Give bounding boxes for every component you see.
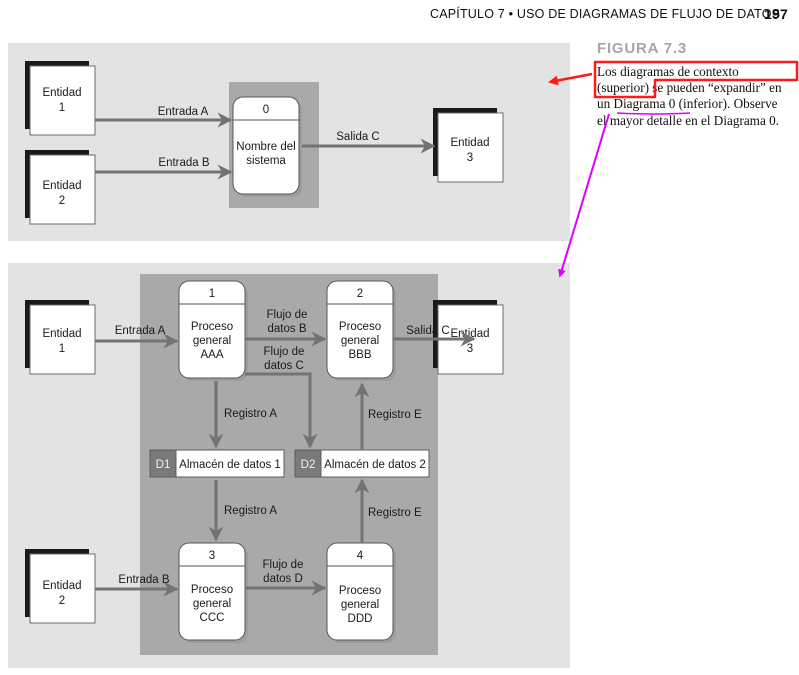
- process-name-line: AAA: [200, 349, 223, 361]
- caption-line: un Diagrama 0 (inferior). Observe: [597, 96, 778, 112]
- process-id: 0: [263, 104, 269, 116]
- context-process-0: 0 Nombre del sistema: [232, 96, 302, 197]
- flow-label-flujo-datos-d: datos D: [263, 573, 303, 585]
- process-name-line: general: [193, 598, 231, 610]
- process-name-line: DDD: [348, 613, 373, 625]
- process-name-line: Proceso: [191, 584, 233, 596]
- process-4: 4 Proceso general DDD: [326, 542, 396, 643]
- flow-label-registro-e: Registro E: [368, 409, 422, 421]
- store-name: Almacén de datos 1: [179, 459, 281, 471]
- process-id: 2: [357, 288, 363, 300]
- page-number: 197: [764, 6, 788, 22]
- flow-label-entrada-b: Entrada B: [118, 574, 169, 586]
- process-3: 3 Proceso general CCC: [178, 542, 248, 643]
- process-name-line: Nombre del: [236, 141, 295, 153]
- flow-label-flujo-datos-d: Flujo de: [263, 559, 304, 571]
- process-name-line: general: [341, 599, 379, 611]
- process-id: 1: [209, 288, 215, 300]
- flow-label-salida-c: Salida C: [336, 131, 379, 143]
- process-id: 4: [357, 550, 364, 562]
- figure-title: FIGURA 7.3: [597, 40, 687, 57]
- page-header: CAPÍTULO 7 • USO DE DIAGRAMAS DE FLUJO D…: [420, 6, 792, 24]
- magenta-annotation-arrow: [558, 113, 610, 278]
- entity-label: Entidad: [42, 328, 81, 340]
- process-name-line: general: [193, 335, 231, 347]
- flow-label-salida-c: Salida C: [406, 325, 449, 337]
- process-name-line: BBB: [348, 349, 371, 361]
- flow-label-flujo-datos-c: Flujo de: [264, 346, 305, 358]
- red-highlight-box: [593, 60, 799, 99]
- store-id: D2: [301, 459, 316, 471]
- context-entity-2: Entidad 2: [25, 150, 96, 225]
- process-name-line: Proceso: [191, 321, 233, 333]
- figure-caption: Los diagramas de contexto (superior) se …: [597, 64, 797, 129]
- caption-line: (superior) se pueden “expandir” en: [597, 80, 782, 96]
- flow-label-flujo-datos-b: datos B: [268, 323, 307, 335]
- flow-label-registro-a: Registro A: [224, 505, 277, 517]
- flow-label-registro-e: Registro E: [368, 507, 422, 519]
- entity-number: 2: [59, 595, 65, 607]
- red-annotation-arrow: [548, 72, 593, 86]
- flow-label-registro-a: Registro A: [224, 408, 277, 420]
- flow-label-entrada-b: Entrada B: [158, 157, 209, 169]
- flow-arrow-flujo-datos-c: [245, 372, 318, 449]
- process-name-line: sistema: [246, 155, 286, 167]
- process-1: 1 Proceso general AAA: [178, 280, 248, 381]
- flow-label-entrada-a: Entrada A: [115, 325, 166, 337]
- data-store-d1: D1 Almacén de datos 1: [149, 449, 285, 478]
- entity-number: 1: [59, 102, 65, 114]
- entity-number: 3: [467, 152, 473, 164]
- process-2: 2 Proceso general BBB: [326, 280, 396, 381]
- entity-number: 2: [59, 195, 65, 207]
- diagram0-entity-3: Entidad 3: [433, 300, 504, 375]
- diagram0-entity-1: Entidad 1: [25, 300, 96, 375]
- process-id: 3: [209, 550, 215, 562]
- magenta-underline: [616, 112, 691, 115]
- flow-label-entrada-a: Entrada A: [158, 106, 209, 118]
- diagram0-entity-2: Entidad 2: [25, 549, 96, 624]
- caption-line: Los diagramas de contexto: [597, 64, 739, 79]
- caption-line: el mayor detalle en el Diagrama 0.: [597, 112, 779, 128]
- entity-label: Entidad: [42, 87, 81, 99]
- entity-number: 1: [59, 343, 65, 355]
- process-name-line: CCC: [200, 612, 225, 624]
- store-id: D1: [156, 459, 171, 471]
- process-name-line: general: [341, 335, 379, 347]
- entity-label: Entidad: [42, 580, 81, 592]
- entity-label: Entidad: [42, 180, 81, 192]
- process-name-line: Proceso: [339, 321, 381, 333]
- context-entity-3: Entidad 3: [433, 108, 504, 183]
- data-store-d2: D2 Almacén de datos 2: [294, 449, 430, 478]
- flow-label-flujo-datos-b: Flujo de: [267, 309, 308, 321]
- entity-number: 3: [467, 343, 473, 355]
- process-name-line: Proceso: [339, 585, 381, 597]
- context-entity-1: Entidad 1: [25, 61, 96, 136]
- flow-label-flujo-datos-c: datos C: [264, 360, 304, 372]
- store-name: Almacén de datos 2: [324, 459, 426, 471]
- chapter-title: CAPÍTULO 7 • USO DE DIAGRAMAS DE FLUJO D…: [430, 7, 781, 21]
- entity-label: Entidad: [450, 137, 489, 149]
